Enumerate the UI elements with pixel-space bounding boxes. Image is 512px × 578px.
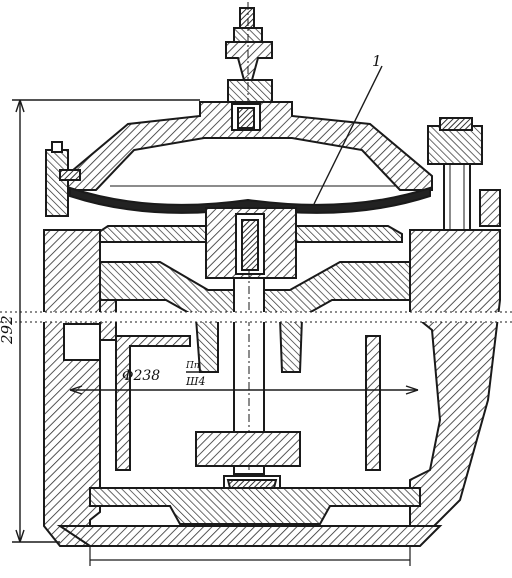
height-dimension [12, 99, 200, 543]
section-cut [0, 311, 512, 323]
diaphragm [69, 185, 431, 214]
callout-number: 1 [372, 52, 382, 70]
leader-line [313, 65, 383, 205]
fit-numerator: Пп [185, 361, 200, 371]
left-flange-bolt [45, 141, 81, 217]
base-dimension [89, 546, 411, 566]
diameter-dimension [69, 371, 419, 395]
diameter-label: Φ238 [122, 368, 160, 384]
bottom-seat [56, 431, 443, 547]
top-nozzle [225, 2, 273, 120]
inner-cage [115, 317, 381, 471]
diaphragm-plate [95, 207, 403, 279]
upper-cover [65, 101, 433, 191]
fit-denominator: Ш4 [185, 375, 206, 388]
height-dimension-label: 292 [0, 315, 16, 345]
